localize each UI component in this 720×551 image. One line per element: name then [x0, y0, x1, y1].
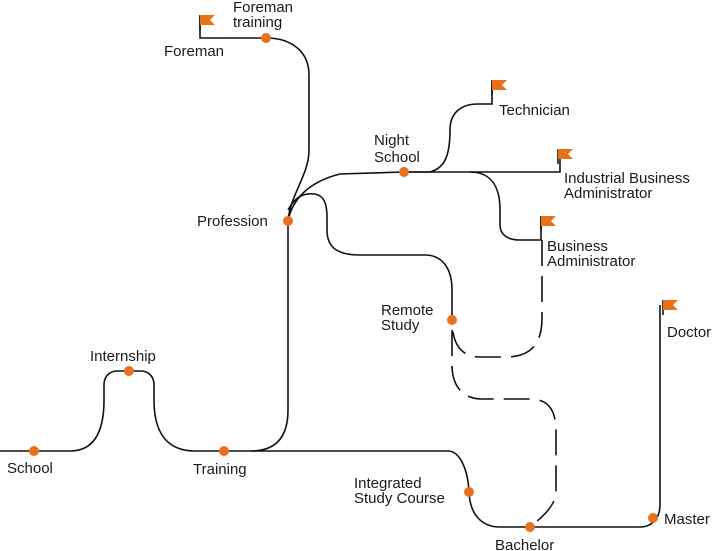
school-label: School: [7, 460, 53, 477]
bachelor-node: [525, 522, 535, 532]
foreman-training-node: [261, 33, 271, 43]
flag-icon: [199, 15, 215, 30]
night-school-route-line: [287, 82, 493, 222]
bachelor-label: Bachelor: [495, 537, 554, 551]
remote-to-business-dashed-line: [451, 240, 543, 358]
remote-to-bachelor-dashed-line: [451, 330, 557, 528]
path-lines: [0, 17, 661, 528]
flag-icon: [662, 300, 678, 315]
internship-node: [124, 366, 134, 376]
profession-route-line: [199, 17, 310, 452]
foreman-label: Foreman: [164, 43, 224, 60]
profession-label: Profession: [197, 213, 268, 230]
night-school-node: [399, 167, 409, 177]
flag-icon: [540, 216, 556, 231]
integrated-study-course-label: Integrated Study Course: [354, 475, 445, 507]
night-school-label: Night School: [374, 132, 420, 166]
remote-study-label: Remote Study: [381, 302, 438, 334]
industrial-route-line: [404, 151, 561, 173]
master-node: [648, 513, 658, 523]
main-route-line: [0, 305, 661, 528]
remote-study-route-line: [287, 192, 453, 320]
technician-label: Technician: [499, 102, 570, 119]
industrial-business-administrator-label: Industrial Business Administrator: [564, 170, 694, 202]
training-node: [219, 446, 229, 456]
doctor-label: Doctor: [667, 324, 711, 341]
flag-icon: [491, 80, 507, 95]
training-label: Training: [193, 461, 247, 478]
profession-node: [283, 216, 293, 226]
master-label: Master: [664, 511, 710, 528]
flag-icon: [557, 149, 573, 164]
business-administrator-label: Business Administrator: [547, 238, 635, 270]
foreman-training-label: Foreman training: [233, 0, 297, 31]
internship-label: Internship: [90, 348, 156, 365]
integrated-study-node: [464, 487, 474, 497]
remote-study-node: [447, 315, 457, 325]
business-route-line: [469, 171, 542, 241]
school-node: [29, 446, 39, 456]
